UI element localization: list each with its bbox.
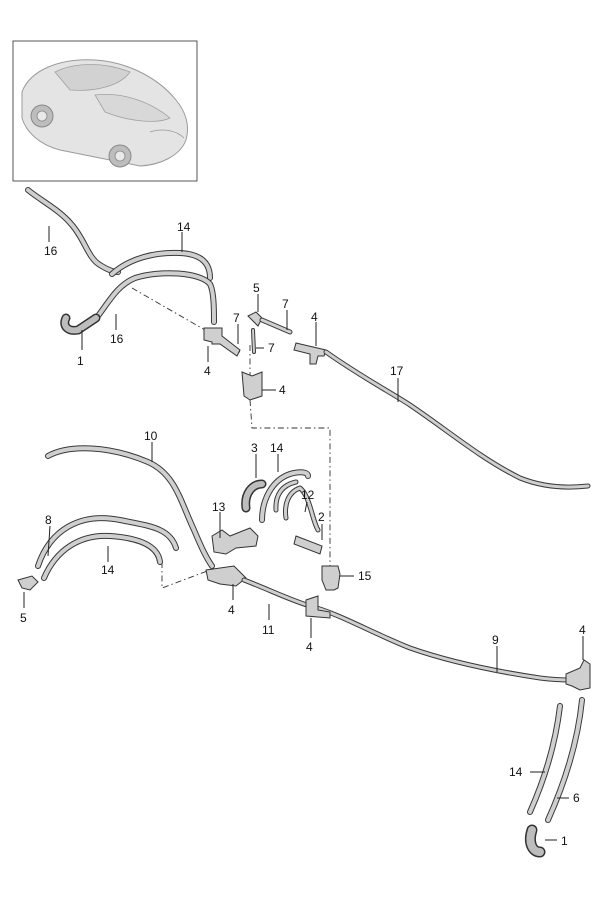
callout-6: 6 <box>573 791 580 805</box>
callout-4-e: 4 <box>306 640 313 654</box>
callout-16-upper: 16 <box>44 244 58 258</box>
callout-labels: 16 14 16 1 4 5 7 7 7 4 4 17 10 3 14 12 2… <box>20 220 586 848</box>
callout-4-f: 4 <box>579 623 586 637</box>
callout-12: 12 <box>301 488 315 502</box>
lower-hose-group <box>17 445 591 858</box>
callout-14-upper: 14 <box>177 220 191 234</box>
callout-4-c: 4 <box>279 383 286 397</box>
callout-10: 10 <box>144 429 158 443</box>
callout-2: 2 <box>318 510 325 524</box>
callout-9: 9 <box>492 633 499 647</box>
callout-15: 15 <box>358 569 372 583</box>
callout-5-lower: 5 <box>20 611 27 625</box>
callout-3: 3 <box>251 441 258 455</box>
callout-8: 8 <box>45 513 52 527</box>
callout-16-lower: 16 <box>110 332 124 346</box>
callout-1-upper: 1 <box>77 354 84 368</box>
callout-4-d: 4 <box>228 603 235 617</box>
callout-11: 11 <box>262 623 275 637</box>
upper-hose-group <box>25 187 591 490</box>
callout-14-right: 14 <box>509 765 523 779</box>
car-illustration <box>21 59 189 168</box>
callout-17: 17 <box>390 364 404 378</box>
callout-7-a: 7 <box>282 297 289 311</box>
callout-1-lower: 1 <box>561 834 568 848</box>
leader-lines <box>23 226 584 841</box>
callout-5-upper: 5 <box>253 281 260 295</box>
callout-4-a: 4 <box>204 364 211 378</box>
callout-14-mid: 14 <box>270 441 284 455</box>
callout-7-b: 7 <box>233 311 240 325</box>
callout-7-c: 7 <box>268 341 275 355</box>
callout-14-left: 14 <box>101 563 115 577</box>
callout-13: 13 <box>212 500 226 514</box>
vehicle-inset <box>12 40 198 182</box>
callout-4-b: 4 <box>311 310 318 324</box>
